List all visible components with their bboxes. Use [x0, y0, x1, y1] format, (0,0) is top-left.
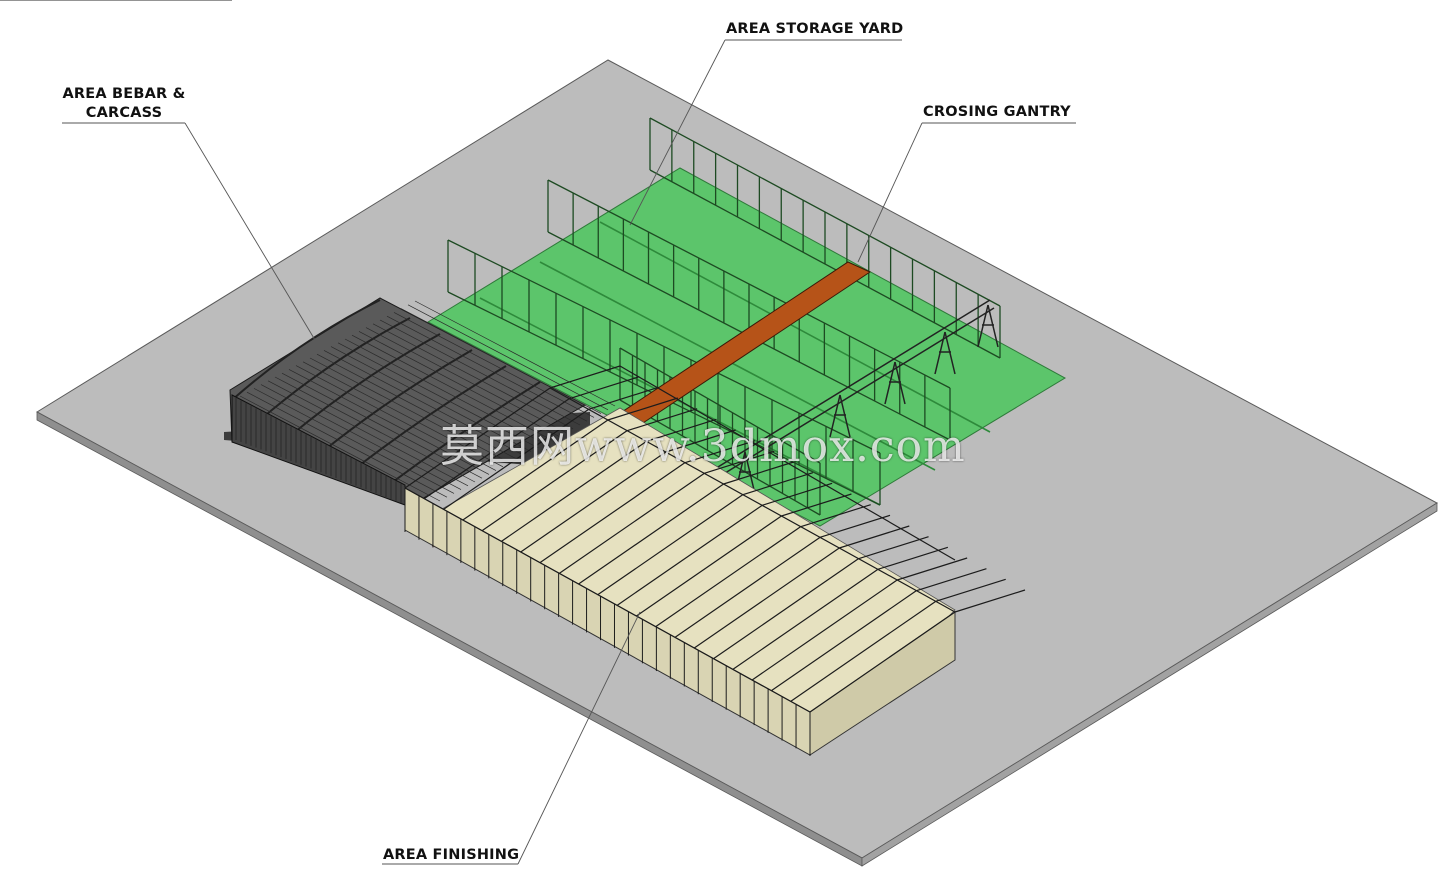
- label-bebar-line1: AREA BEBAR &: [62, 86, 186, 102]
- bebar-carcass-building: [0, 0, 616, 506]
- label-area-finishing: AREA FINISHING: [383, 847, 520, 863]
- finishing-building: [404, 365, 1026, 756]
- watermark-text: 莫西网www.3dmox.com: [440, 421, 966, 472]
- gantry-rail-frames: [699, 299, 999, 495]
- label-area-storage-yard: AREA STORAGE YARD: [726, 21, 904, 37]
- leader-lines: [62, 39, 1076, 865]
- label-crossing-gantry: CROSING GANTRY: [923, 104, 1071, 120]
- label-bebar-line2: CARCASS: [85, 105, 163, 121]
- label-area-bebar-carcass: AREA BEBAR & CARCASS: [62, 85, 186, 123]
